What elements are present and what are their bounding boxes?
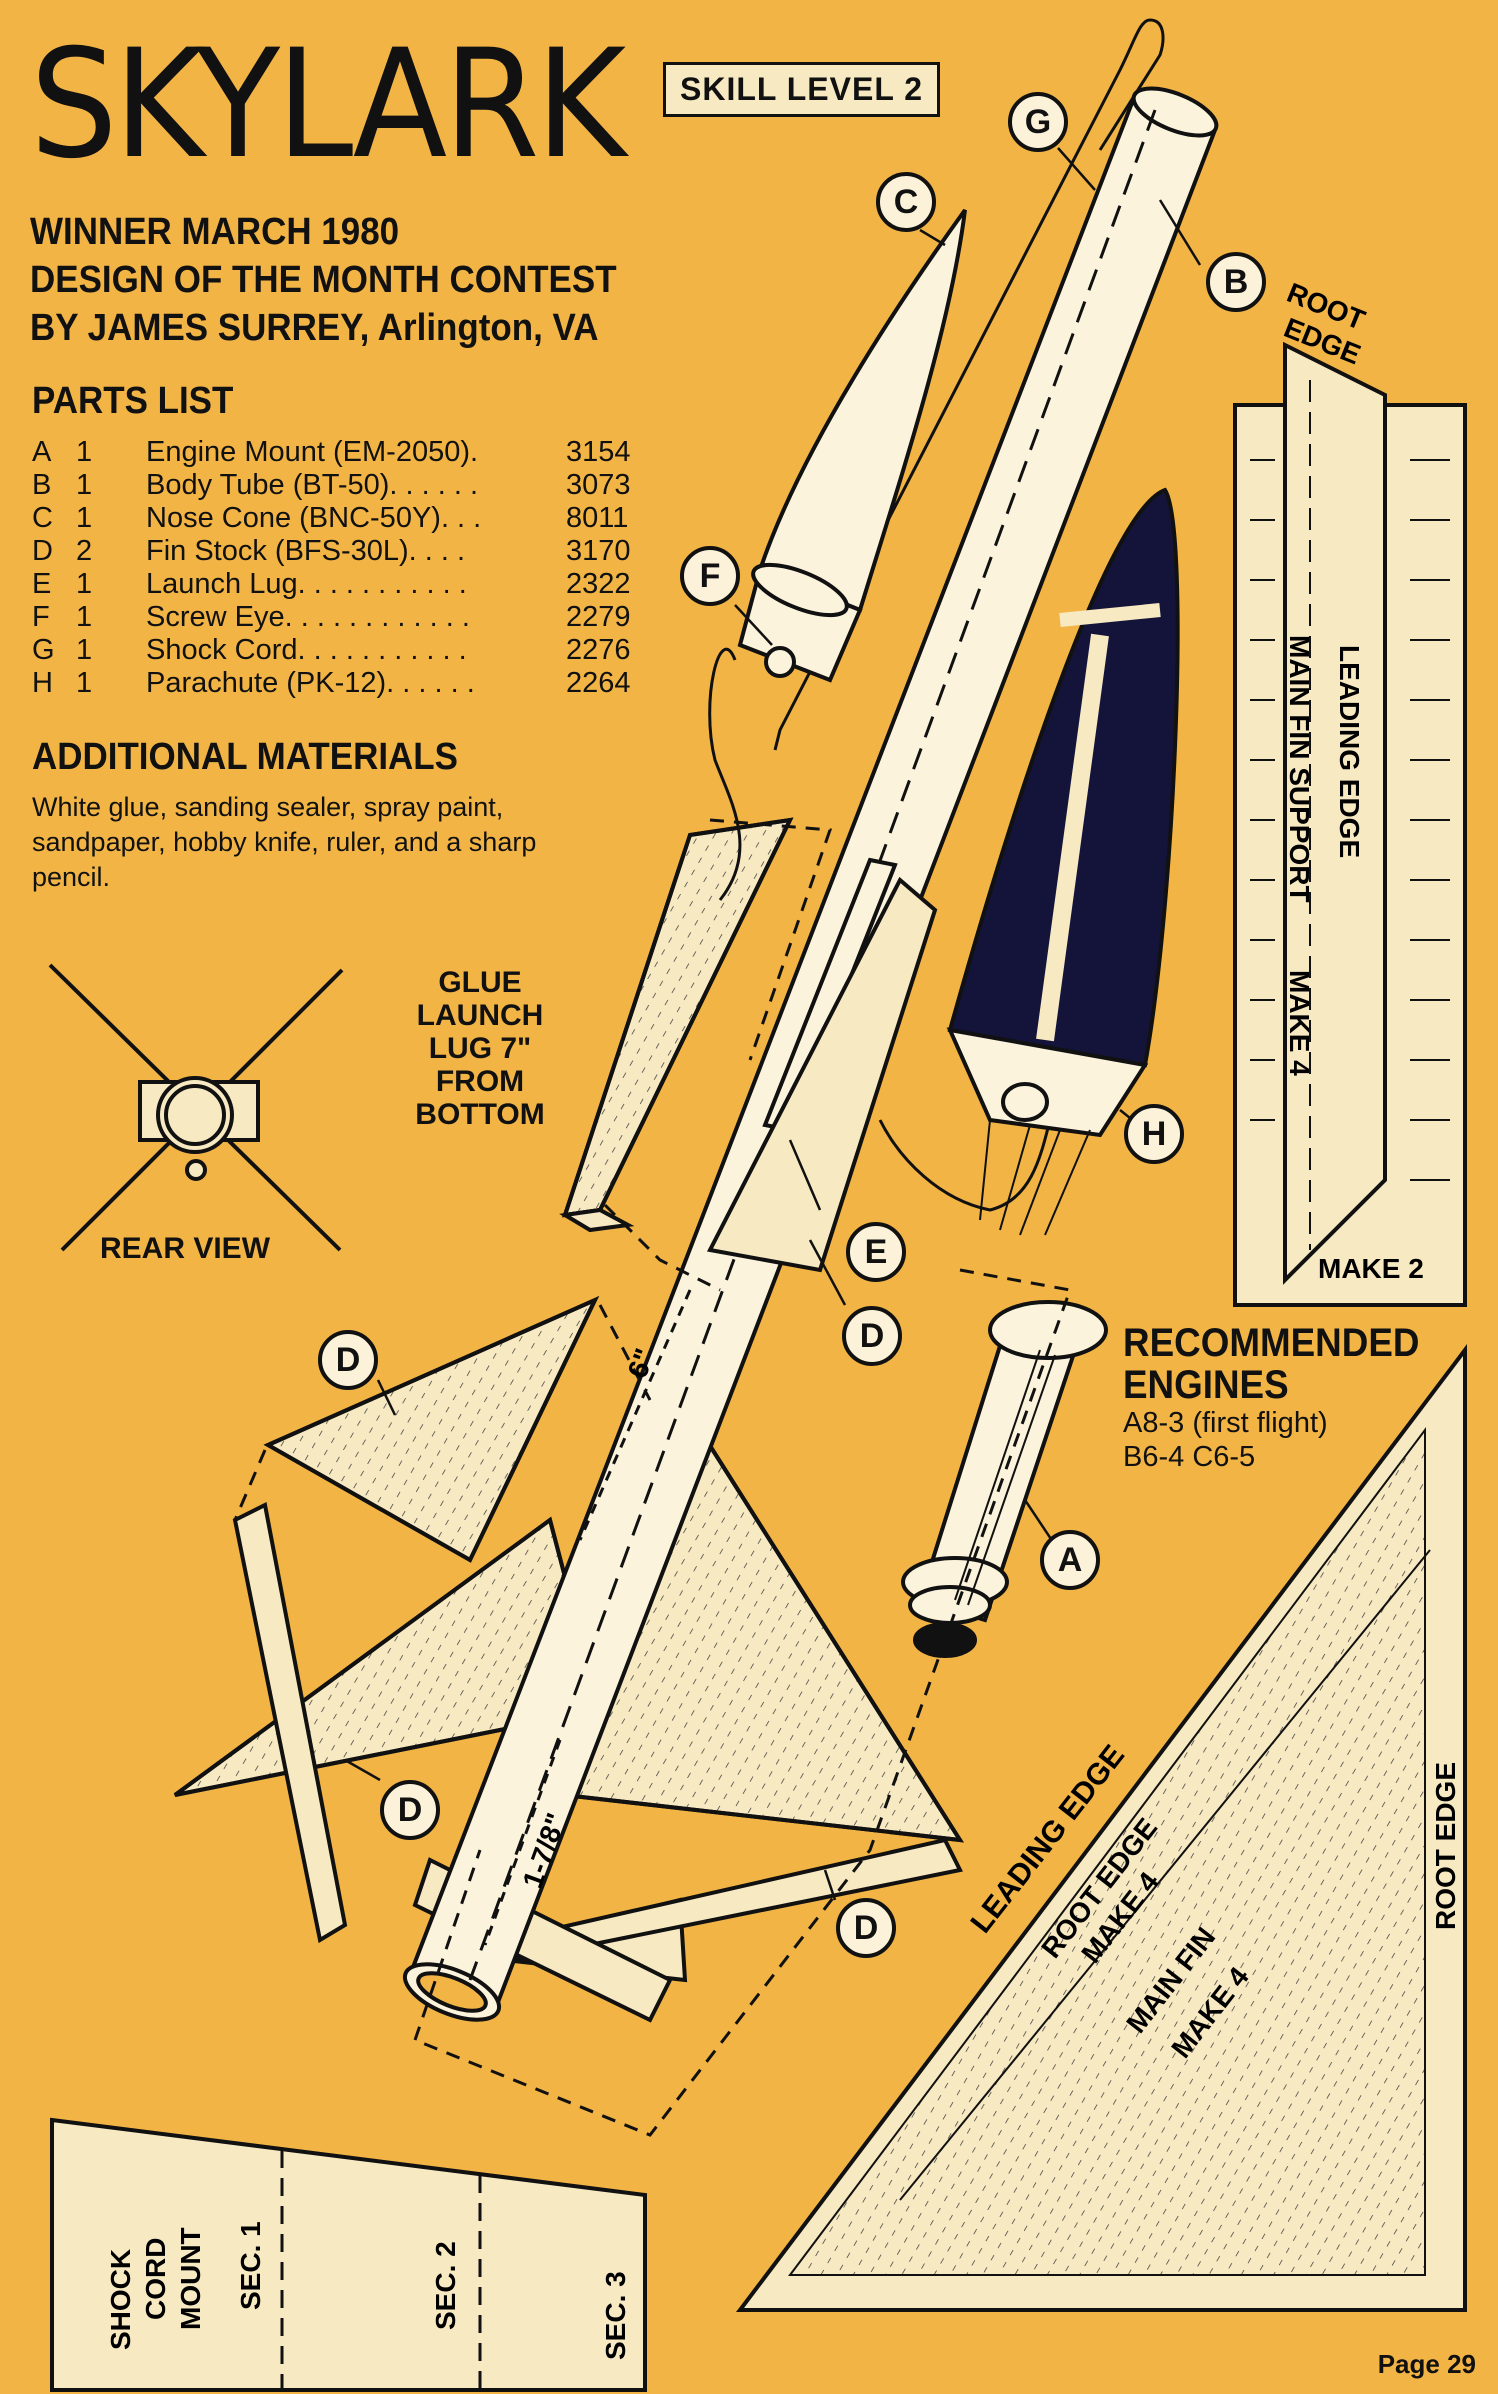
contest-line-3: BY JAMES SURREY, Arlington, VA [30, 307, 599, 349]
page-title: SKYLARK [30, 18, 626, 192]
main-fin-template [735, 1344, 1467, 2312]
assembly-guides [233, 818, 1073, 2137]
rear-view-label: REAR VIEW [100, 1232, 271, 1265]
callout-a: A [1040, 1530, 1100, 1590]
callout-leaders [344, 147, 1202, 1901]
shock-cord-template [50, 2117, 647, 2392]
callout-d-right: D [836, 1898, 896, 1958]
callout-e: E [846, 1222, 906, 1282]
shock-mount-label-2: CORD [140, 2238, 171, 2320]
engines-line-1: A8-3 (first flight) [1123, 1407, 1328, 1439]
callout-h: H [1124, 1104, 1184, 1164]
fin-support-make-4-label: MAKE 4 [1284, 970, 1315, 1076]
page-number: Page 29 [1377, 2349, 1476, 2379]
rear-view-diagram [48, 963, 344, 1252]
make-2-label: MAKE 2 [1318, 1253, 1424, 1284]
body-tube [402, 86, 1219, 2022]
engines-line-2: B6-4 C6-5 [1123, 1441, 1256, 1473]
callout-f: F [680, 546, 740, 606]
contest-line-1: WINNER MARCH 1980 [30, 211, 400, 253]
contest-header: WINNER MARCH 1980 DESIGN OF THE MONTH CO… [30, 208, 617, 352]
callout-g: G [1008, 92, 1068, 152]
callout-b: B [1206, 252, 1266, 312]
callout-d-lower: D [380, 1780, 440, 1840]
engine-mount [901, 1300, 1108, 1658]
fin-support-leading-edge-label: LEADING EDGE [1334, 645, 1365, 858]
main-fin-root-edge-right-label: ROOT EDGE [1430, 1762, 1461, 1930]
sec-2-label: SEC. 2 [430, 2241, 461, 2330]
shock-cord [708, 18, 1165, 1212]
callout-d-left: D [318, 1330, 378, 1390]
main-fin-support-label: MAIN FIN SUPPORT [1284, 635, 1315, 903]
shock-mount-label-3: MOUNT [175, 2227, 206, 2330]
sec-3-label: SEC. 3 [600, 2271, 631, 2360]
recommended-engines: RECOMMENDED ENGINES A8-3 (first flight) … [1123, 1322, 1445, 1474]
recommended-heading-1: RECOMMENDED [1123, 1321, 1420, 1365]
callout-c: C [876, 172, 936, 232]
additional-materials-text: White glue, sanding sealer, spray paint,… [32, 792, 537, 892]
nose-cone [737, 208, 967, 683]
shock-mount-label-1: SHOCK [105, 2249, 136, 2350]
additional-materials-heading: ADDITIONAL MATERIALS [32, 736, 458, 778]
fin-support-template [1233, 341, 1467, 1307]
recommended-heading-2: ENGINES [1123, 1363, 1289, 1407]
callout-d-upper: D [842, 1306, 902, 1366]
parachute [946, 487, 1180, 1236]
skill-level-badge: SKILL LEVEL 2 [663, 62, 940, 117]
contest-line-2: DESIGN OF THE MONTH CONTEST [30, 259, 617, 301]
glue-launch-lug-note: GLUE LAUNCH LUG 7" FROM BOTTOM [415, 966, 545, 1131]
parts-list-heading: PARTS LIST [32, 380, 234, 422]
launch-lug-support [559, 817, 794, 1233]
sec-1-label: SEC. 1 [235, 2221, 266, 2310]
